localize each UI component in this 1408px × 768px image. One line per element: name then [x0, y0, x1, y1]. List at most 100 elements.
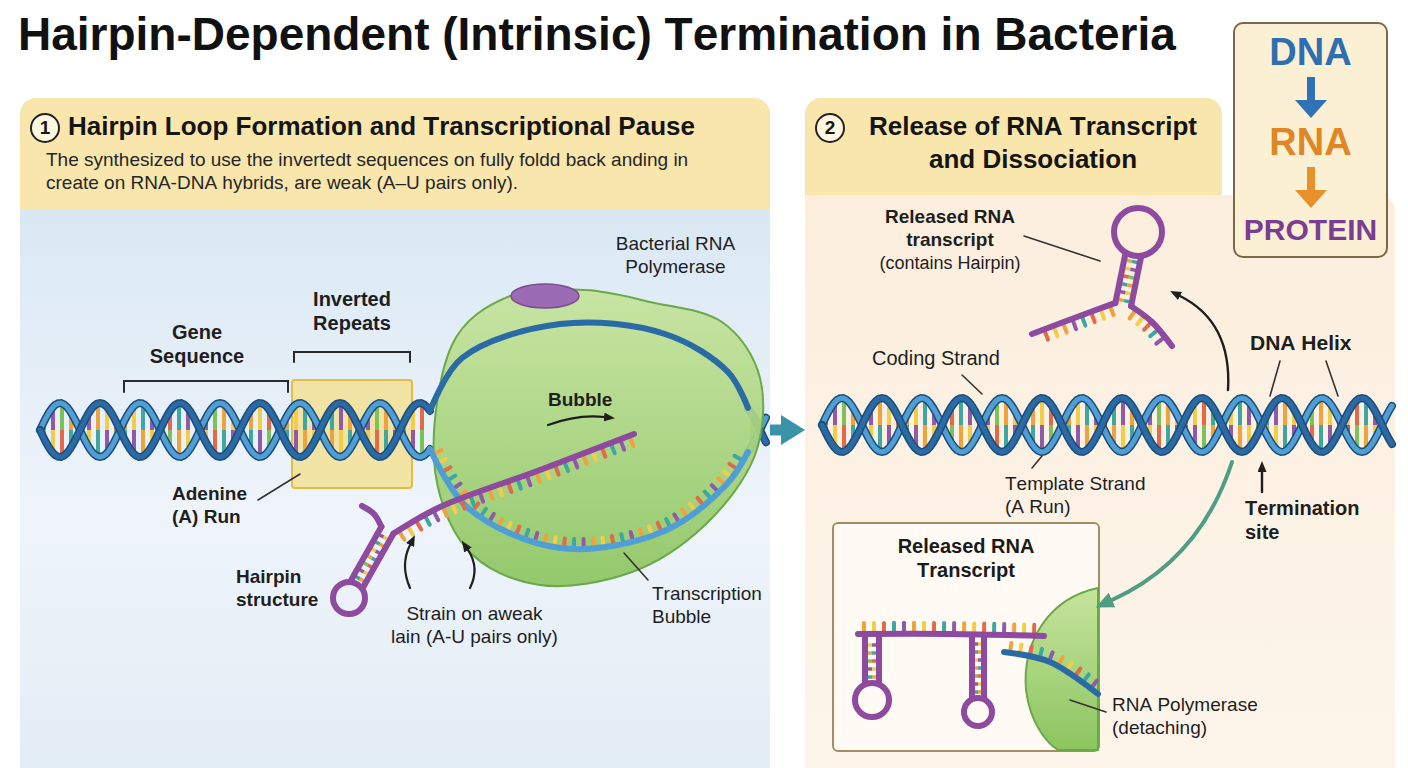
base-pair	[42, 430, 46, 438]
dna-strand	[40, 403, 430, 457]
dna-coding-strand	[430, 322, 748, 411]
dna-helix	[40, 403, 430, 457]
base-pair	[51, 430, 55, 453]
rna-stem	[351, 527, 382, 581]
flow-arrow	[770, 425, 781, 436]
base-pair	[914, 425, 918, 449]
base-tick	[1091, 681, 1097, 689]
base-pair	[1256, 417, 1260, 425]
base-tick	[508, 482, 512, 492]
base-pair	[1085, 425, 1089, 450]
dna-strand-edge	[822, 398, 1392, 452]
base-tick	[1137, 315, 1144, 324]
label-slot: (contains Hairpin)	[870, 253, 1030, 275]
base-pair	[872, 667, 879, 671]
base-pair	[1130, 406, 1134, 425]
label-slot: Hairpin structure	[236, 565, 322, 611]
base-pair	[1085, 400, 1089, 425]
base-pair	[1013, 411, 1017, 425]
base-pair	[87, 412, 91, 430]
base-pair	[1148, 409, 1152, 425]
base-pair	[986, 413, 990, 425]
base-pair	[1148, 425, 1152, 441]
base-pair	[384, 537, 390, 540]
base-pair	[366, 414, 370, 430]
label-slot: Strain on aweak lain (A-U pairs only)	[390, 602, 559, 648]
base-pair	[321, 424, 325, 430]
base-pair	[358, 568, 364, 571]
base-pair	[872, 659, 879, 663]
base-tick	[658, 523, 662, 532]
base-pair	[1238, 425, 1242, 452]
rna-strand	[362, 506, 381, 527]
base-pair	[402, 430, 406, 438]
base-pair	[977, 419, 981, 425]
base-pair	[267, 430, 271, 451]
gene-bracket	[124, 381, 288, 392]
dna-template-strand	[430, 449, 748, 549]
base-pair	[1193, 425, 1197, 448]
base-tick	[470, 495, 474, 505]
release-arrow	[1180, 296, 1228, 390]
step-number-text: 1	[40, 117, 51, 139]
rna-strand-line	[1131, 306, 1172, 346]
base-pair	[420, 403, 424, 430]
base-tick	[554, 537, 556, 547]
base-pair	[1346, 413, 1350, 425]
base-pair	[377, 534, 383, 537]
base-pair	[950, 406, 954, 425]
diagram-title: Hairpin-Dependent (Intrinsic) Terminatio…	[18, 6, 1176, 62]
base-pair	[865, 651, 872, 655]
base-tick	[555, 464, 559, 474]
base-pair	[60, 430, 64, 457]
base-pair	[878, 425, 882, 452]
part-label: DNA Helix	[1250, 330, 1370, 356]
base-pair	[1118, 291, 1126, 293]
base-pair	[330, 430, 334, 452]
base-pair	[872, 643, 879, 647]
base-pair	[1247, 425, 1251, 448]
base-tick	[862, 623, 866, 634]
part-label: Termination site	[1245, 496, 1370, 545]
base-tick	[1144, 322, 1152, 330]
base-tick	[465, 498, 472, 505]
base-tick	[407, 525, 413, 534]
base-pair	[978, 666, 984, 670]
base-pair	[865, 659, 872, 663]
base-pair	[105, 407, 109, 430]
dna-coding-strand-line	[430, 322, 748, 411]
base-tick	[1002, 624, 1006, 635]
base-tick	[536, 471, 540, 481]
base-pair	[330, 408, 334, 430]
base-pair	[995, 400, 999, 425]
part-label: Strain on aweak lain (A-U pairs only)	[390, 602, 559, 648]
base-pair	[204, 418, 208, 430]
base-tick	[697, 498, 703, 506]
base-pair	[972, 666, 978, 670]
base-pair	[373, 541, 379, 544]
base-pair	[1328, 425, 1332, 447]
base-tick	[962, 623, 966, 634]
base-pair	[141, 404, 145, 430]
base-pair	[1202, 398, 1206, 425]
base-pair	[842, 425, 846, 452]
base-pair	[393, 420, 397, 430]
base-tick	[621, 534, 623, 544]
base-pair	[1328, 403, 1332, 425]
base-pair	[923, 399, 927, 425]
base-tick	[582, 539, 586, 549]
step-heading: Release of RNA Transcript and Dissociati…	[853, 110, 1213, 176]
base-pair	[1103, 419, 1107, 425]
base-pair	[824, 417, 828, 425]
base-pair	[1193, 402, 1197, 425]
base-pair	[1247, 402, 1251, 425]
base-tick	[734, 456, 743, 461]
base-tick	[719, 478, 726, 485]
base-pair	[168, 430, 172, 449]
termination-arrow	[1261, 472, 1263, 492]
base-pair	[1319, 398, 1323, 425]
base-pair	[231, 416, 235, 430]
base-tick	[479, 491, 483, 501]
base-pair	[865, 643, 872, 647]
base-pair	[231, 430, 235, 444]
